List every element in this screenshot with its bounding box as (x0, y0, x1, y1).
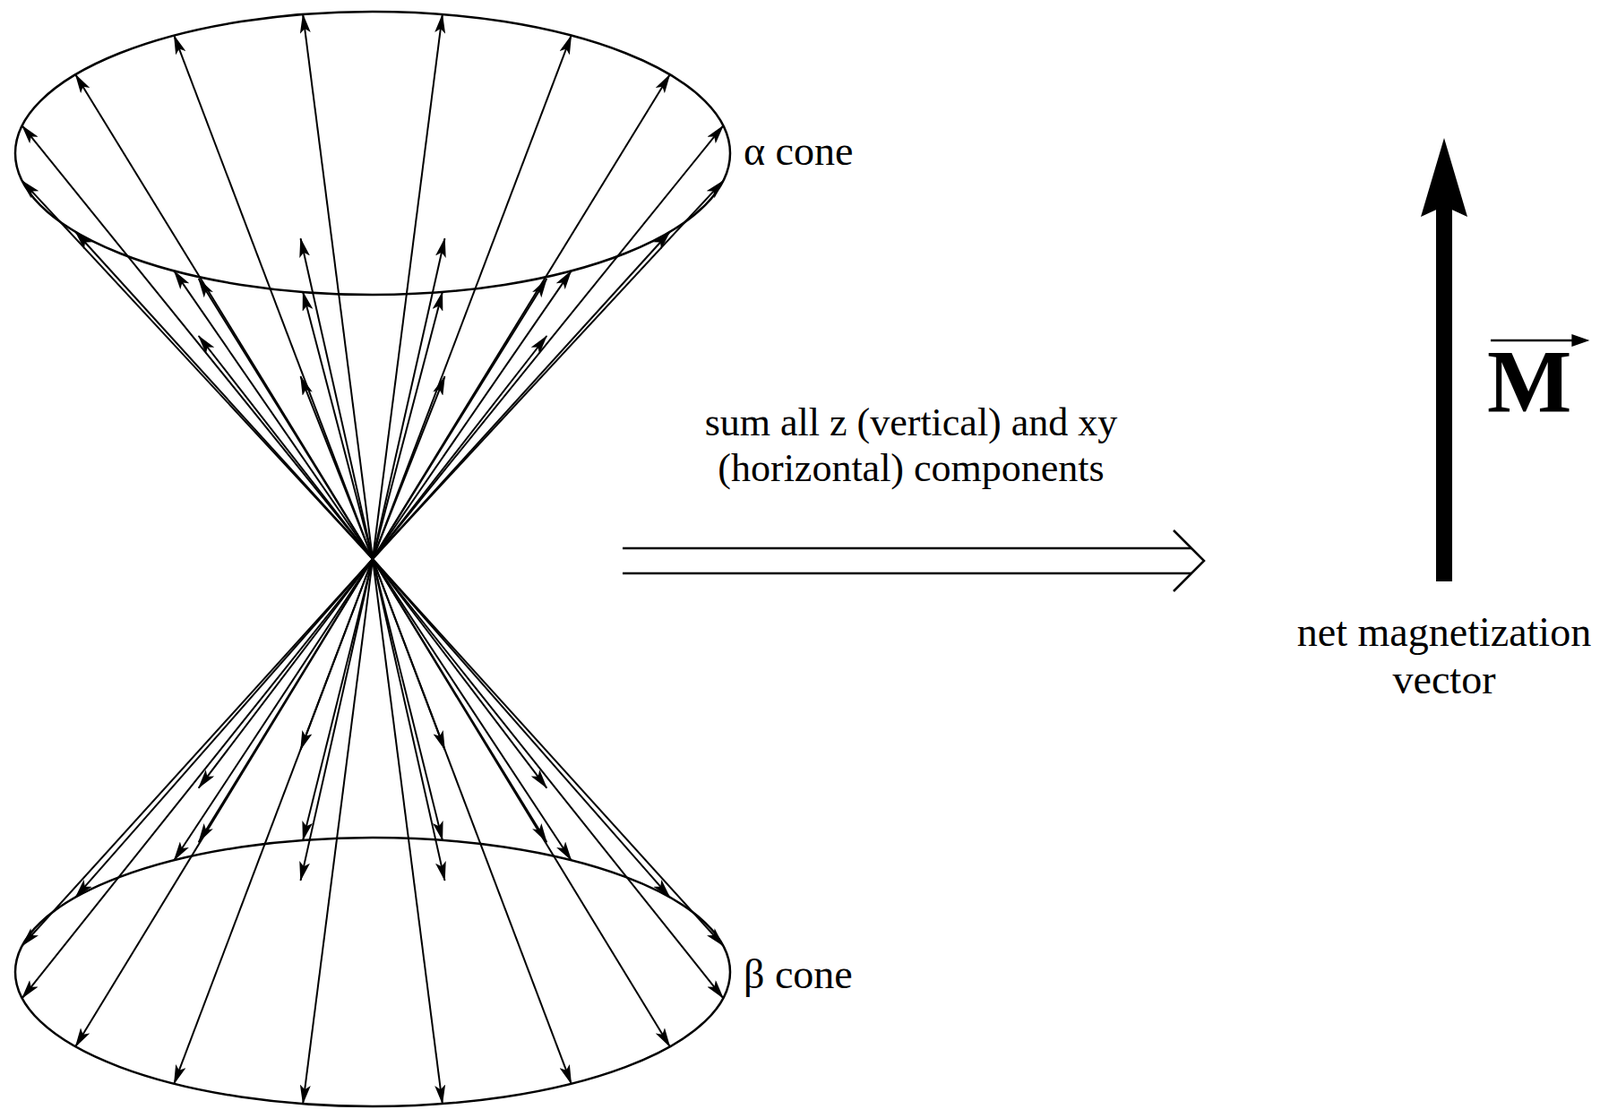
alpha-cone-spin-arrow (173, 270, 373, 560)
alpha-cone-spin-arrow (301, 376, 373, 560)
beta-cone-spin-arrow (372, 559, 572, 1084)
beta-cone-spin-arrow (302, 559, 373, 841)
beta-cone-spin-arrow (75, 559, 373, 1047)
alpha-cone-spin-arrow (22, 125, 373, 560)
beta-cone-spin-arrow (372, 559, 547, 789)
spin-cones (15, 11, 731, 1107)
beta-cone-spin-arrow (372, 559, 572, 861)
beta-cone-spin-arrow (372, 559, 723, 998)
alpha-cone-spin-arrow (372, 376, 445, 560)
cone-label: β cone (743, 951, 853, 999)
alpha-cone-spin-arrow (372, 278, 547, 560)
alpha-cone-spin-arrow (372, 35, 572, 560)
sum-double-arrow (622, 530, 1205, 592)
cone-label: α cone (743, 128, 853, 176)
beta-cone-spin-arrow (173, 559, 373, 1084)
beta-cone-spin-arrow (372, 559, 443, 841)
alpha-cone-spin-arrow (372, 335, 547, 560)
alpha-cone-spin-arrow (372, 125, 723, 560)
alpha-cone-spin-arrow (22, 180, 373, 560)
cone-label-holder: β cone (743, 951, 853, 999)
alpha-cone-spin-arrow (372, 74, 671, 560)
alpha-cone-spin-arrow (302, 14, 373, 560)
alpha-cone-spin-arrow (198, 335, 373, 560)
beta-cone-spin-arrow (372, 559, 723, 947)
step-note-holder: sum all z (vertical) and xy (horizontal)… (700, 400, 1122, 491)
beta-cone-spin-arrow (22, 559, 373, 998)
beta-cone-spin-arrow (75, 559, 373, 898)
step-note: sum all z (vertical) and xy (horizontal)… (700, 400, 1122, 491)
vector-symbol: M (1487, 336, 1572, 427)
beta-cone-spin-arrow (173, 559, 373, 861)
alpha-cone-spin-arrow (372, 292, 443, 560)
net-magnetization-arrow (1420, 137, 1468, 582)
beta-cone-spin-arrow (372, 559, 443, 1104)
beta-cone-spin-arrow (372, 559, 445, 750)
beta-cone-spin-arrow (301, 559, 373, 750)
alpha-cone-spin-arrow (372, 180, 723, 560)
beta-cone-spin-arrow (372, 559, 547, 843)
alpha-cone-spin-arrow (372, 270, 572, 560)
beta-cone-spin-arrow (198, 559, 373, 843)
beta-cone-spin-arrow (302, 559, 373, 1104)
cone-label-holder: α cone (743, 128, 853, 176)
vector-symbol-holder: M (1487, 336, 1572, 427)
beta-cone-spin-arrow (198, 559, 373, 789)
beta-cone-spin-arrow (22, 559, 373, 947)
alpha-cone-spin-arrow (75, 74, 373, 560)
alpha-cone-spin-arrow (372, 14, 443, 560)
alpha-cone-spin-arrow (301, 238, 373, 560)
beta-cone-rim (15, 837, 731, 1107)
alpha-cone-spin-arrow (372, 232, 671, 560)
vector-caption: net magnetization vector (1296, 609, 1592, 705)
beta-cone-spin-arrow (372, 559, 671, 898)
vector-over-arrow-head (1571, 334, 1590, 347)
alpha-cone-spin-arrow (173, 35, 373, 560)
beta-cone-spin-arrow (372, 559, 671, 1047)
alpha-cone-spin-arrow (372, 238, 445, 560)
alpha-cone-spin-arrow (302, 292, 373, 560)
alpha-cone-rim (15, 11, 731, 295)
vector-caption-holder: net magnetization vector (1296, 609, 1592, 705)
alpha-cone-spin-arrow (198, 278, 373, 560)
